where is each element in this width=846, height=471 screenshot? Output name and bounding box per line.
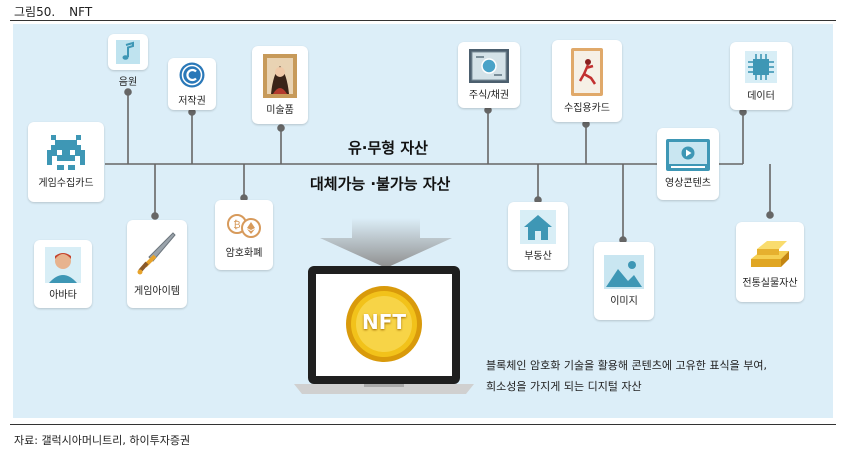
video-player-icon bbox=[666, 139, 710, 171]
down-arrow bbox=[320, 218, 452, 268]
laptop-nft-label: NFT bbox=[361, 310, 407, 334]
svg-text:₿: ₿ bbox=[233, 219, 240, 231]
node-game-card: 게임수집카드 bbox=[28, 122, 104, 202]
node-music: 음원 bbox=[104, 32, 152, 90]
figure-number: 그림50. bbox=[14, 5, 56, 19]
label-stock: 주식/채권 bbox=[468, 90, 510, 101]
label-image: 이미지 bbox=[610, 296, 638, 307]
certificate-icon bbox=[469, 49, 509, 83]
laptop-illustration bbox=[294, 266, 474, 394]
label-real-estate: 부동산 bbox=[524, 251, 552, 262]
source-note: 자료: 갤럭시아머니트리, 하이투자증권 bbox=[14, 434, 191, 447]
label-copyright: 저작권 bbox=[178, 96, 206, 107]
landscape-image-icon bbox=[604, 255, 644, 289]
figure-name: NFT bbox=[69, 5, 93, 19]
pixel-monster-icon bbox=[47, 135, 85, 170]
node-crypto: ₿ 암호화폐 bbox=[215, 200, 273, 270]
node-stock: 주식/채권 bbox=[458, 42, 520, 108]
label-crypto: 암호화폐 bbox=[225, 248, 263, 259]
sword-icon bbox=[137, 232, 176, 275]
node-game-item: 게임아이템 bbox=[127, 220, 187, 308]
description-line-2: 희소성을 가지게 되는 디지털 자산 bbox=[486, 380, 642, 393]
heading-tangible: 유·무형 자산 bbox=[348, 139, 428, 157]
avatar-icon bbox=[45, 247, 81, 283]
bottom-rule bbox=[10, 424, 836, 425]
music-note-icon bbox=[116, 40, 140, 64]
label-commodity: 전통실물자산 bbox=[742, 278, 798, 289]
node-commodity: 전통실물자산 bbox=[736, 222, 804, 302]
label-game-item: 게임아이템 bbox=[134, 286, 180, 297]
portrait-icon bbox=[263, 54, 297, 98]
node-video: 영상콘텐츠 bbox=[657, 128, 719, 200]
node-image: 이미지 bbox=[594, 242, 654, 320]
node-real-estate: 부동산 bbox=[508, 202, 568, 270]
chip-icon bbox=[745, 51, 777, 83]
label-data: 데이터 bbox=[747, 91, 775, 102]
label-video: 영상콘텐츠 bbox=[665, 178, 711, 189]
laptop-base bbox=[294, 384, 474, 394]
copyright-icon bbox=[179, 62, 205, 88]
node-avatar: 아바타 bbox=[34, 240, 92, 308]
heading-fungible: 대체가능 ·불가능 자산 bbox=[310, 175, 451, 193]
figure-title: 그림50. NFT bbox=[14, 3, 92, 20]
label-avatar: 아바타 bbox=[49, 290, 77, 301]
label-collect-card: 수집용카드 bbox=[564, 103, 610, 114]
label-music: 음원 bbox=[118, 77, 138, 88]
label-artwork: 미술품 bbox=[266, 105, 294, 116]
node-artwork: 미술품 bbox=[252, 46, 308, 124]
coins-icon: ₿ bbox=[227, 214, 261, 238]
gold-bar-icon bbox=[751, 241, 789, 267]
node-collect-card: 수집용카드 bbox=[552, 40, 622, 122]
top-rule bbox=[10, 20, 836, 21]
trading-card-icon bbox=[571, 48, 603, 96]
node-data: 데이터 bbox=[730, 42, 792, 110]
node-copyright: 저작권 bbox=[168, 58, 216, 110]
house-icon bbox=[520, 210, 556, 244]
description-line-1: 블록체인 암호화 기술을 활용해 콘텐츠에 고유한 표식을 부여, bbox=[486, 359, 767, 372]
label-game-card: 게임수집카드 bbox=[38, 178, 94, 189]
